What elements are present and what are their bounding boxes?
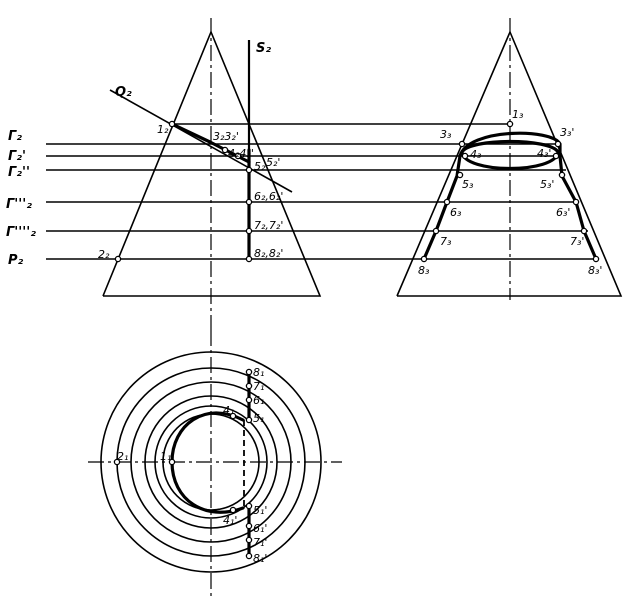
point-1-1: [168, 458, 176, 466]
point-6-1: [245, 396, 253, 404]
point-8-3p: [592, 255, 600, 263]
point-4-1p: [229, 506, 237, 514]
label-8-1: 8₁: [253, 366, 264, 379]
label-5-2: 5₂: [254, 160, 266, 173]
point-1-3: [506, 120, 514, 128]
point-7-1p: [245, 536, 253, 544]
front-cone-outline: [102, 29, 322, 297]
point-6-3: [443, 198, 451, 206]
label-8-3p: 8₃': [588, 264, 602, 277]
label-g2pppp: Γ''''₂: [6, 225, 36, 240]
point-5-3: [456, 171, 464, 179]
label-g2p: Γ₂': [8, 149, 26, 164]
label-5-3p: 5₃': [540, 178, 554, 191]
label-g2: Γ₂: [8, 129, 22, 144]
point-5-1: [245, 416, 253, 424]
label-4-1: 4₁: [223, 404, 234, 417]
label-1-2: 1₂: [157, 123, 169, 136]
point-4-3p: [552, 152, 560, 160]
top-view: 1₁ 2₁ 4₁ 5₁ 6₁ 7₁ 8₁ 4₁' 5₁' 6₁' 7₁' 8₁': [88, 330, 342, 596]
label-3-3p: 3₃': [560, 126, 574, 139]
circle-5: [154, 405, 268, 519]
circle-7: [130, 381, 292, 543]
point-5-1p: [245, 502, 253, 510]
point-8-1: [245, 368, 253, 376]
side-section-contour: [422, 131, 598, 261]
point-7-3p: [580, 227, 588, 235]
label-2-1: 2₁: [117, 450, 128, 463]
point-2-1: [113, 458, 121, 466]
point-5-3p: [558, 171, 566, 179]
label-4-3p: 4₃': [537, 147, 551, 160]
label-5-2p: 5₂': [266, 156, 280, 169]
point-4-3: [461, 152, 469, 160]
point-6-3p: [572, 198, 580, 206]
point-3-3: [458, 140, 466, 148]
label-5-1: 5₁: [253, 412, 264, 425]
label-1-1: 1₁: [160, 450, 171, 463]
point-8-1p: [245, 552, 253, 560]
point-8-3: [420, 255, 428, 263]
label-q2: Q₂: [115, 85, 132, 100]
point-2-2: [114, 255, 122, 263]
circle-6: [144, 395, 278, 529]
point-7-1: [245, 382, 253, 390]
point-6-1p: [245, 522, 253, 530]
label-p2: P₂: [8, 253, 24, 268]
label-6-1p: 6₁': [253, 522, 267, 535]
label-6-2: 6₂,6₂': [254, 190, 283, 203]
point-6-2: [245, 198, 253, 206]
label-3-3: 3₃: [440, 128, 452, 141]
label-3-2: 3₂3₂': [213, 130, 239, 143]
point-8-2: [245, 255, 253, 263]
label-4-2: 4₂4₂': [228, 147, 254, 160]
label-7-2: 7₂,7₂': [254, 219, 283, 232]
label-6-1: 6₁: [253, 394, 264, 407]
label-7-3: 7₃: [440, 235, 452, 248]
side-section-ellipse: [460, 139, 560, 171]
label-4-1p: 4₁': [223, 514, 237, 527]
label-5-3: 5₃: [462, 178, 474, 191]
side-cone-outline: [396, 29, 623, 297]
label-7-3p: 7₃': [570, 235, 584, 248]
point-1-2: [168, 120, 176, 128]
point-3-2: [221, 146, 229, 154]
label-8-3: 8₃: [418, 264, 430, 277]
circle-base: [100, 351, 322, 573]
label-s2: S₂: [256, 41, 271, 56]
label-6-3: 6₃: [450, 206, 462, 219]
label-2-2: 2₂: [98, 248, 110, 261]
point-4-2: [234, 152, 242, 160]
front-view: S₂ Q₂ Γ₂ Γ₂' Γ₂'' Γ'''₂ Γ''''₂ P₂ 1₂ 2₂ …: [6, 18, 510, 330]
label-8-1p: 8₁': [253, 552, 267, 565]
label-8-2: 8₂,8₂': [254, 247, 283, 260]
label-4-3: 4₃: [470, 148, 482, 161]
label-7-1: 7₁: [253, 380, 264, 393]
cutting-plane-q2: [109, 89, 293, 193]
side-view: 1₃ 3₃ 3₃' 4₃ 4₃' 5₃ 5₃' 6₃ 6₃' 7₃ 7₃' 8₃…: [250, 18, 623, 300]
point-7-3: [432, 227, 440, 235]
point-3-3p: [554, 140, 562, 148]
label-5-1p: 5₁': [253, 504, 267, 517]
label-6-3p: 6₃': [556, 206, 570, 219]
label-g2pp: Γ₂'': [8, 165, 30, 180]
point-4-1: [229, 412, 237, 420]
label-7-1p: 7₁': [253, 536, 267, 549]
label-1-3: 1₃: [512, 108, 524, 121]
label-g2ppp: Γ'''₂: [6, 197, 32, 212]
point-7-2: [245, 227, 253, 235]
point-5-2: [245, 166, 253, 174]
